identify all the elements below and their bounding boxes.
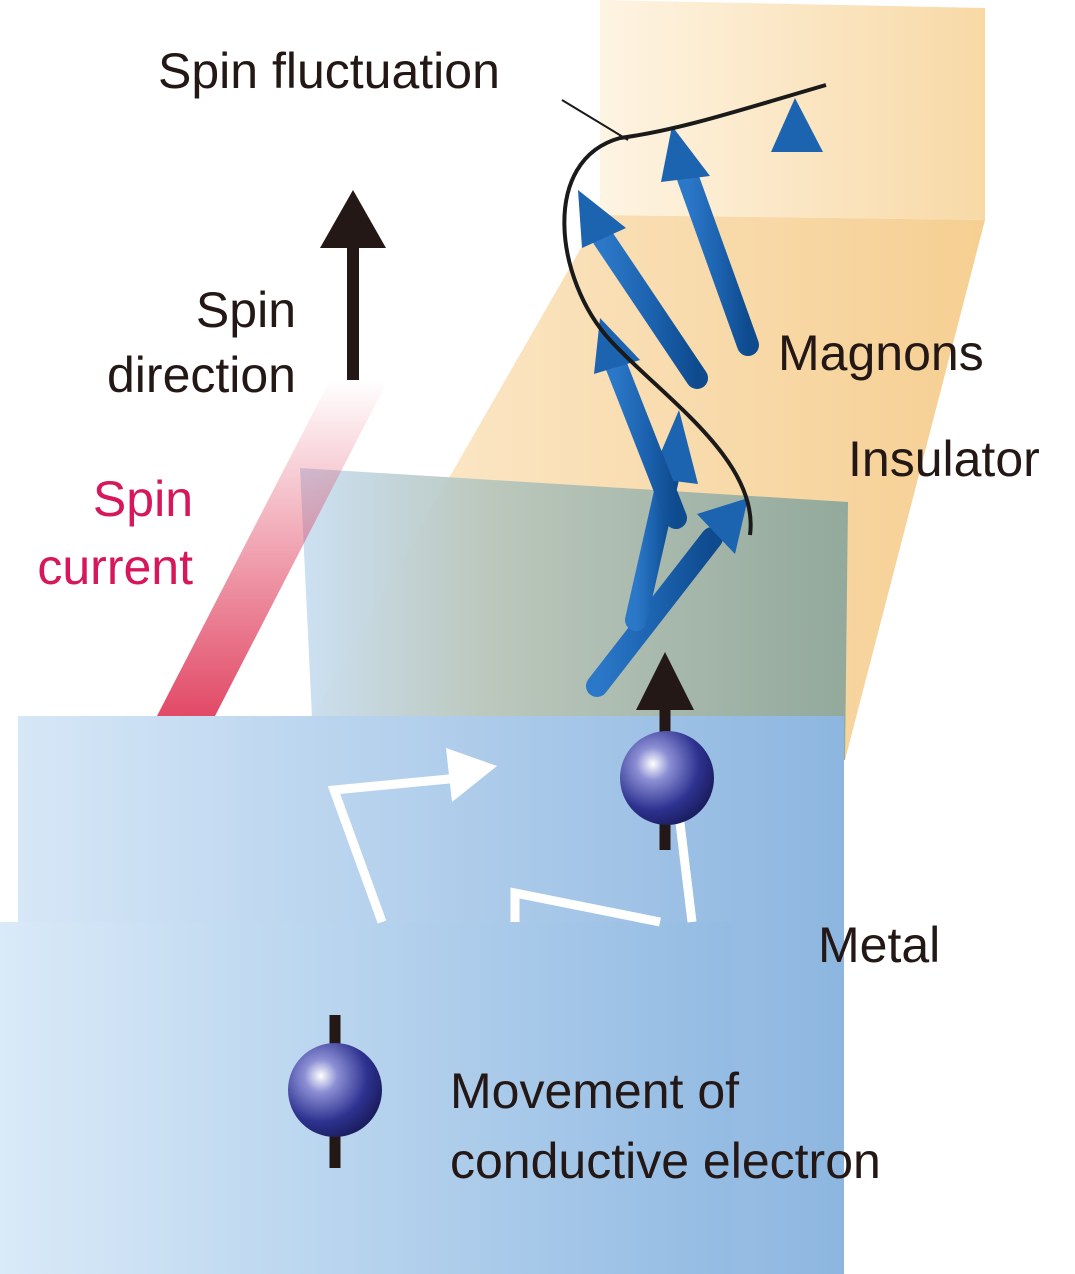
spin-current-label-line1: Spin [93,471,193,527]
magnons-label: Magnons [778,325,984,381]
metal-label: Metal [818,917,940,973]
spin-direction-label-line2: direction [107,347,296,403]
spin-current-band [157,380,388,716]
interface-electron [620,652,714,850]
electron-path-arrowhead [446,748,497,802]
spin-current-label-line2: current [37,539,193,595]
spin-direction-label-line1: Spin [196,282,296,338]
insulator-label: Insulator [848,431,1040,487]
metal-block [0,716,844,1274]
legend-electron-icon [288,1015,382,1168]
electron-path-2 [510,887,661,927]
movement-label-line2: conductive electron [450,1133,881,1189]
spin-direction-arrow [320,190,386,380]
magnon-arrow [578,190,708,389]
electron-path [327,772,471,924]
spin-fluctuation-label: Spin fluctuation [158,43,500,99]
magnon-arrow [661,126,759,356]
movement-label-line1: Movement of [450,1063,739,1119]
magnon-arrow [586,498,748,697]
magnon-arrow [771,98,823,303]
spin-fluctuation-curve [562,83,827,536]
spin-fluctuation-leader [561,99,629,141]
